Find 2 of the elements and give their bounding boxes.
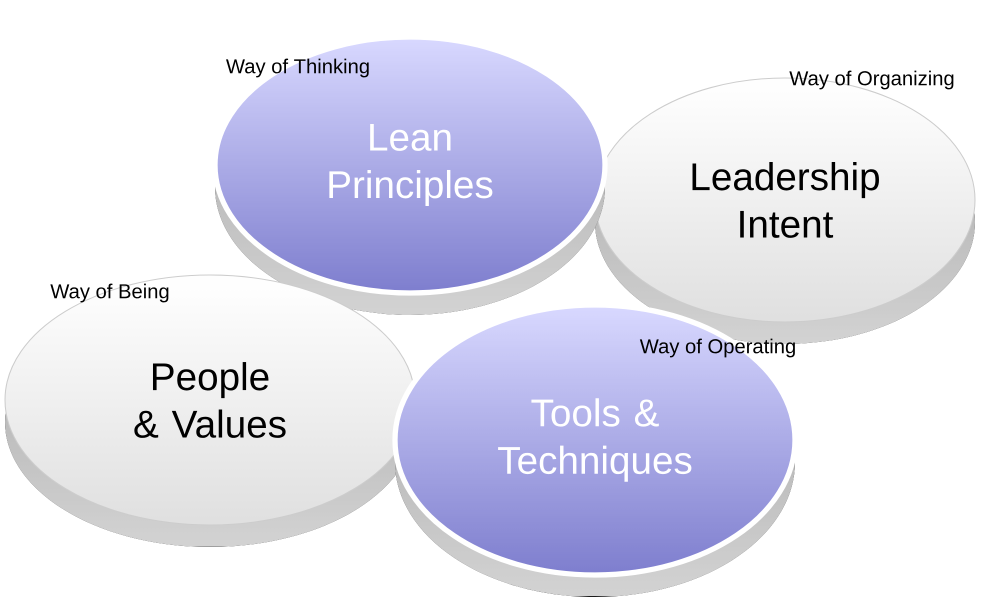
caption-label: Way of Being — [50, 284, 168, 302]
caption-label: Way of Thinking — [226, 58, 369, 78]
